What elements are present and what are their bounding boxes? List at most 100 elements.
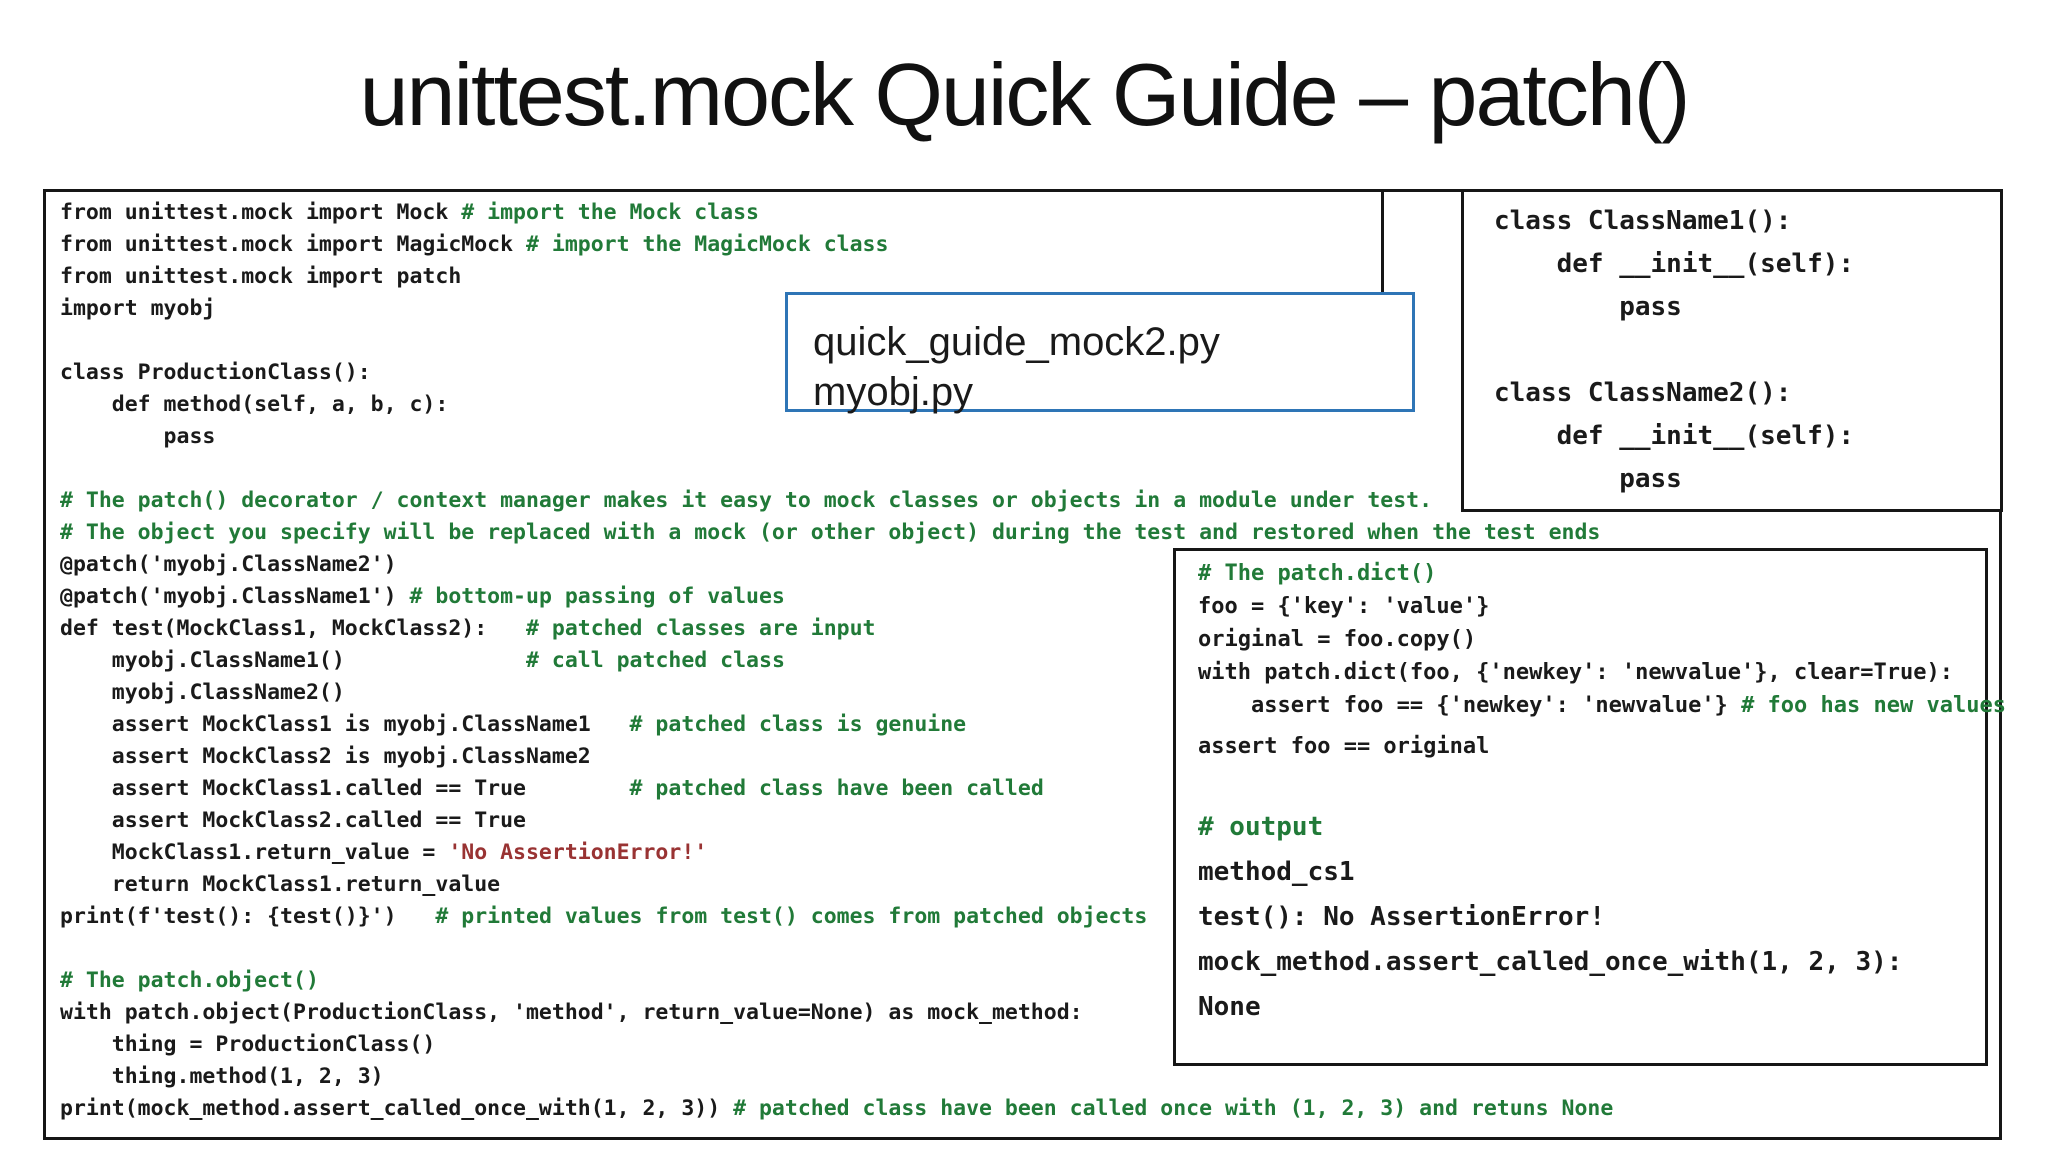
code-text: class ClassName1(): — [1494, 206, 1792, 236]
code-text: foo = {'key': 'value'} — [1198, 594, 1490, 619]
code-text: mock_method.assert_called_once_with(1, 2… — [1198, 947, 1903, 977]
code-line: assert foo == {'newkey': 'newvalue'} # f… — [1198, 689, 2006, 722]
code-text: None — [1198, 992, 1261, 1022]
code-text: assert foo == original — [1198, 734, 1490, 759]
code-line: @patch('myobj.ClassName2') — [60, 549, 1613, 581]
code-comment: # patched class have been called once wi… — [733, 1096, 1614, 1121]
code-comment: # patched class have been called — [629, 776, 1044, 801]
code-text: from unittest.mock import patch — [60, 264, 462, 289]
output-code-block: # output method_cs1 test(): No AssertionEr… — [1198, 805, 1985, 1030]
code-line: with patch.object(ProductionClass, 'meth… — [60, 997, 1613, 1029]
filename-myobj: myobj.py — [813, 370, 974, 414]
code-text: return MockClass1.return_value — [60, 872, 501, 897]
code-text: def method(self, a, b, c): — [60, 392, 449, 417]
code-line: mock_method.assert_called_once_with(1, 2… — [1198, 940, 1985, 985]
code-comment: # The patch() decorator / context manage… — [60, 488, 1433, 513]
code-line: assert foo == original — [1198, 730, 1985, 763]
code-line: # The object you specify will be replace… — [60, 517, 1613, 549]
code-text: def __init__(self): — [1494, 421, 1855, 451]
code-line: class ProductionClass(): — [60, 357, 1613, 389]
code-text: with patch.object(ProductionClass, 'meth… — [60, 1000, 1083, 1025]
code-line: foo = {'key': 'value'} — [1198, 590, 1985, 623]
code-comment: # patched class is genuine — [629, 712, 967, 737]
filenames-box: quick_guide_mock2.py myobj.py — [785, 292, 1415, 414]
code-line: method_cs1 — [1198, 850, 1985, 895]
code-text: original = foo.copy() — [1198, 627, 1477, 652]
code-comment: # output — [1198, 812, 1324, 842]
code-line: print(f'test(): {test()}') # printed val… — [60, 901, 1613, 933]
code-text: pass — [1494, 464, 1682, 494]
code-line: # output — [1198, 805, 1985, 850]
code-text: method_cs1 — [1198, 857, 1355, 887]
code-line: import myobj — [60, 293, 1613, 325]
code-line — [1494, 329, 2000, 372]
code-comment: # bottom-up passing of values — [409, 584, 785, 609]
code-text: myobj.ClassName1() — [60, 648, 526, 673]
myobj-classes-box: class ClassName1(): def __init__(self): … — [1461, 189, 2003, 512]
code-text: from unittest.mock import MagicMock — [60, 232, 526, 257]
code-text: thing = ProductionClass() — [60, 1032, 436, 1057]
code-text: assert MockClass2.called == True — [60, 808, 526, 833]
code-comment: # import the MagicMock class — [526, 232, 889, 257]
code-text: print(f'test(): {test()}') — [60, 904, 436, 929]
filename-quick-guide: quick_guide_mock2.py — [813, 320, 1220, 364]
code-line — [60, 453, 1613, 485]
myobj-code-block: class ClassName1(): def __init__(self): … — [1494, 200, 2000, 501]
code-text: test(): No AssertionError! — [1198, 902, 1605, 932]
code-line: test(): No AssertionError! — [1198, 895, 1985, 940]
code-text: assert MockClass1 is myobj.ClassName1 — [60, 712, 630, 737]
code-comment: # call patched class — [526, 648, 785, 673]
code-box-right-border-segment — [1381, 192, 1384, 292]
code-line: pass — [1494, 458, 2000, 501]
code-line: original = foo.copy() — [1198, 623, 1985, 656]
code-text: class ProductionClass(): — [60, 360, 371, 385]
code-text: with patch.dict(foo, {'newkey': 'newvalu… — [1198, 660, 1953, 685]
code-comment: # import the Mock class — [461, 200, 759, 225]
code-line: print(mock_method.assert_called_once_wit… — [60, 1093, 1613, 1125]
main-code-block: from unittest.mock import Mock # import … — [60, 197, 1613, 1125]
main-code-box — [43, 189, 2002, 1140]
code-line: def __init__(self): — [1494, 415, 2000, 458]
code-text: pass — [1494, 292, 1682, 322]
code-comment: # printed values from test() comes from … — [435, 904, 1148, 929]
code-line: assert MockClass1 is myobj.ClassName1 # … — [60, 709, 1613, 741]
code-comment: # The object you specify will be replace… — [60, 520, 1601, 545]
code-text: pass — [60, 424, 216, 449]
code-line: from unittest.mock import MagicMock # im… — [60, 229, 1613, 261]
code-line: myobj.ClassName1() # call patched class — [60, 645, 1613, 677]
code-line: # The patch() decorator / context manage… — [60, 485, 1613, 517]
code-line: thing = ProductionClass() — [60, 1029, 1613, 1061]
code-line: # The patch.object() — [60, 965, 1613, 997]
code-text: import myobj — [60, 296, 216, 321]
code-text: assert MockClass2 is myobj.ClassName2 — [60, 744, 591, 769]
patch-dict-code-block: # The patch.dict() foo = {'key': 'value'}… — [1198, 557, 2006, 763]
code-comment: # patched classes are input — [526, 616, 876, 641]
code-line: return MockClass1.return_value — [60, 869, 1613, 901]
code-line: assert MockClass1.called == True # patch… — [60, 773, 1613, 805]
code-text: class ClassName2(): — [1494, 378, 1792, 408]
code-line: myobj.ClassName2() — [60, 677, 1613, 709]
code-line: pass — [1494, 286, 2000, 329]
code-line: class ClassName2(): — [1494, 372, 2000, 415]
code-text: assert foo == {'newkey': 'newvalue'} — [1198, 693, 1742, 718]
code-line: class ClassName1(): — [1494, 200, 2000, 243]
code-text: def __init__(self): — [1494, 249, 1855, 279]
code-text: print(mock_method.assert_called_once_wit… — [60, 1096, 734, 1121]
code-line: from unittest.mock import patch — [60, 261, 1613, 293]
code-line: def method(self, a, b, c): — [60, 389, 1613, 421]
code-text: @patch('myobj.ClassName2') — [60, 552, 397, 577]
code-line: def __init__(self): — [1494, 243, 2000, 286]
code-line: assert MockClass2 is myobj.ClassName2 — [60, 741, 1613, 773]
code-text: thing.method(1, 2, 3) — [60, 1064, 384, 1089]
code-line: def test(MockClass1, MockClass2): # patc… — [60, 613, 1613, 645]
code-line: assert MockClass2.called == True — [60, 805, 1613, 837]
code-line: pass — [60, 421, 1613, 453]
code-text: assert MockClass1.called == True — [60, 776, 630, 801]
code-line: None — [1198, 985, 1985, 1030]
code-text: from unittest.mock import Mock — [60, 200, 462, 225]
code-line: # The patch.dict() — [1198, 557, 1985, 590]
code-line: @patch('myobj.ClassName1') # bottom-up p… — [60, 581, 1613, 613]
code-text: MockClass1.return_value = — [60, 840, 449, 865]
code-string: 'No AssertionError!' — [448, 840, 708, 865]
code-line: from unittest.mock import Mock # import … — [60, 197, 1613, 229]
